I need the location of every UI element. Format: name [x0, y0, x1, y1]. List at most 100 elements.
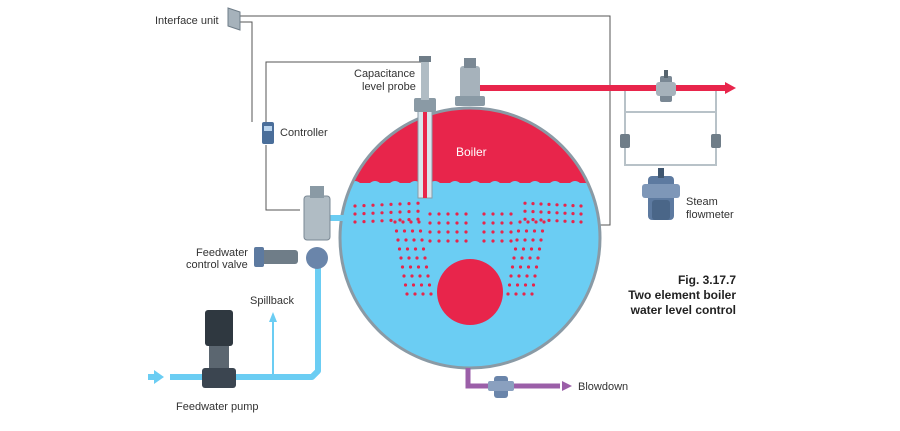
bypass-valve-left-icon [620, 134, 630, 148]
bubble-dot [404, 238, 408, 242]
steam-isolation-valve-icon [656, 70, 676, 102]
bubble-dot [419, 283, 424, 287]
figure-caption-title-2: water level control [630, 303, 736, 317]
bubble-dot [420, 238, 424, 242]
bubble-dot [534, 265, 539, 269]
bubble-dot [410, 274, 414, 278]
bubble-dot [532, 229, 537, 233]
bubble-dot [393, 220, 397, 224]
bubble-dot [428, 239, 432, 243]
bubble-dot [417, 220, 421, 224]
bubble-dot [571, 212, 575, 216]
bubble-dot [401, 220, 405, 224]
label-steam-flowmeter-2: flowmeter [686, 209, 734, 221]
steam-bubbles [353, 201, 583, 296]
bubble-dot [380, 203, 384, 207]
bubble-dot [411, 283, 416, 287]
bubble-dot [509, 274, 513, 278]
bubble-dot [517, 274, 521, 278]
bubble-dot [397, 247, 402, 251]
bubble-dot [455, 221, 459, 225]
bubble-dot [423, 256, 427, 260]
label-steam-flowmeter-1: Steam [686, 196, 718, 208]
bubble-dot [389, 202, 393, 206]
bubble-dot [464, 221, 468, 225]
label-blowdown: Blowdown [578, 381, 628, 393]
bubble-dot [405, 292, 409, 296]
bubble-dot [482, 221, 486, 225]
steam-outlet-arrow [725, 82, 736, 94]
bubble-dot [424, 265, 429, 269]
bubble-dot [353, 204, 357, 208]
bubble-dot [394, 229, 399, 233]
bubble-dot [409, 220, 413, 224]
label-feedwater-valve-2: control valve [186, 259, 248, 271]
bubble-dot [524, 229, 529, 233]
bubble-dot [398, 210, 402, 214]
label-capacitance-probe-1: Capacitance [354, 68, 415, 80]
bubble-dot [512, 256, 516, 260]
bubble-dot [353, 212, 357, 216]
bubble-dot [518, 220, 522, 224]
bubble-dot [380, 211, 384, 215]
signal-line-interface-to-flowmeter [236, 15, 611, 226]
bubble-dot [418, 229, 423, 233]
bubble-dot [482, 230, 486, 234]
bubble-dot [579, 212, 583, 216]
bubble-dot [525, 274, 529, 278]
bubble-dot [410, 229, 415, 233]
bubble-dot [539, 210, 543, 214]
feedwater-control-valve-icon [254, 186, 331, 269]
bubble-dot [537, 247, 542, 251]
bubble-dot [531, 238, 535, 242]
bubble-dot [413, 247, 418, 251]
bubble-dot [500, 230, 504, 234]
bubble-dot [521, 247, 526, 251]
bubble-dot [428, 221, 432, 225]
bubble-dot [421, 247, 426, 251]
signal-line-controller-to-valve [265, 145, 300, 211]
bubble-dot [455, 212, 459, 216]
label-interface-unit: Interface unit [155, 15, 219, 27]
bubble-dot [399, 256, 403, 260]
bubble-dot [509, 212, 513, 216]
figure-caption-title-1: Two element boiler [628, 288, 736, 302]
bubble-dot [407, 210, 411, 214]
bubble-dot [446, 230, 450, 234]
bubble-dot [437, 230, 441, 234]
bubble-dot [506, 292, 510, 296]
steam-flowmeter-icon [642, 168, 680, 220]
bubble-dot [362, 220, 366, 224]
bubble-dot [563, 211, 567, 215]
bubble-dot [539, 202, 543, 206]
bubble-dot [371, 219, 375, 223]
bubble-dot [402, 274, 406, 278]
label-feedwater-valve-1: Feedwater [196, 247, 248, 259]
bubble-dot [400, 265, 405, 269]
bubble-dot [526, 220, 530, 224]
bubble-dot [398, 202, 402, 206]
capacitance-probe-icon [414, 56, 436, 199]
bubble-dot [407, 218, 411, 222]
bubble-dot [555, 211, 559, 215]
signal-line-interface-to-controller [236, 21, 253, 122]
bypass-valve-right-icon [711, 134, 721, 148]
bubble-dot [513, 247, 518, 251]
bubble-dot [500, 221, 504, 225]
label-controller: Controller [280, 127, 328, 139]
bubble-dot [427, 283, 432, 287]
bubble-dot [408, 265, 413, 269]
bubble-dot [426, 274, 430, 278]
signal-lines [236, 15, 611, 226]
bubble-dot [531, 283, 536, 287]
bubble-dot [418, 274, 422, 278]
fire-tube [437, 259, 503, 325]
figure-caption-number: Fig. 3.17.7 [678, 273, 736, 287]
bubble-dot [555, 219, 559, 223]
boiler-drum [338, 106, 602, 370]
bubble-dot [455, 239, 459, 243]
bubble-dot [540, 229, 545, 233]
blowdown-valve-icon [488, 376, 514, 398]
bubble-dot [526, 265, 531, 269]
feedwater-pump-icon [202, 310, 236, 388]
